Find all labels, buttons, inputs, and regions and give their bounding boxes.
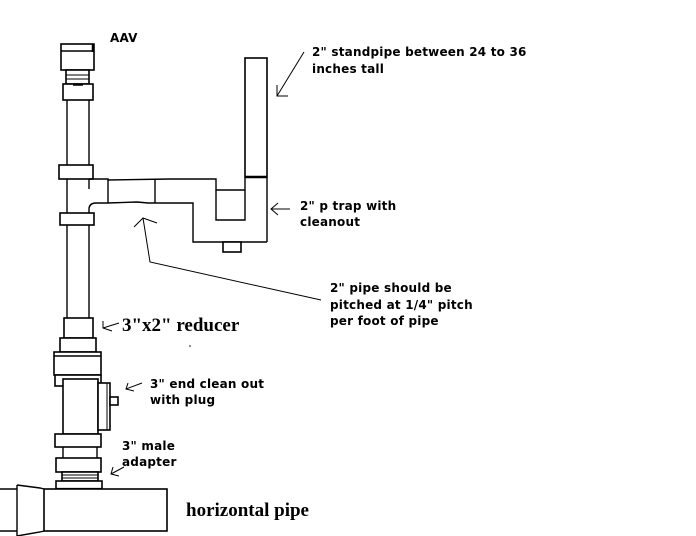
label-horizontal-pipe: horizontal pipe <box>186 500 309 521</box>
label-ptrap-2: cleanout <box>300 215 360 229</box>
label-aav: AAV <box>110 31 138 45</box>
standpipe-arrow-icon <box>276 51 305 97</box>
label-reducer: 3"x2" reducer <box>122 315 240 336</box>
reducer-arrow-icon <box>102 321 120 332</box>
label-standpipe-1: 2" standpipe between 24 to 36 <box>312 45 527 59</box>
label-pitch-1: 2" pipe should be <box>330 281 452 295</box>
p-trap <box>215 177 268 253</box>
label-cleanout-2: with plug <box>150 393 215 407</box>
cleanout-arrow-icon <box>125 382 143 392</box>
trap-arm <box>88 178 267 243</box>
vent-pipe <box>58 100 95 318</box>
ptrap-arrow-icon <box>270 202 290 216</box>
label-ptrap-1: 2" p trap with <box>300 199 396 213</box>
label-pitch-2: pitched at 1/4" pitch <box>330 298 473 312</box>
label-pitch-3: per foot of pipe <box>330 314 439 328</box>
label-adapter-2: adapter <box>122 455 177 469</box>
stray-dot <box>189 345 191 347</box>
pitch-arrow-icon <box>133 217 322 301</box>
adapter-arrow-icon <box>110 466 125 477</box>
label-adapter-1: 3" male <box>122 439 175 453</box>
male-adapter <box>54 433 103 491</box>
horizontal-pipe <box>0 484 168 536</box>
reducer <box>53 317 102 376</box>
label-cleanout-1: 3" end clean out <box>150 377 264 391</box>
aav-valve <box>60 43 95 101</box>
standpipe <box>244 57 268 179</box>
label-standpipe-2: inches tall <box>312 62 384 76</box>
cleanout-tee <box>54 374 119 435</box>
